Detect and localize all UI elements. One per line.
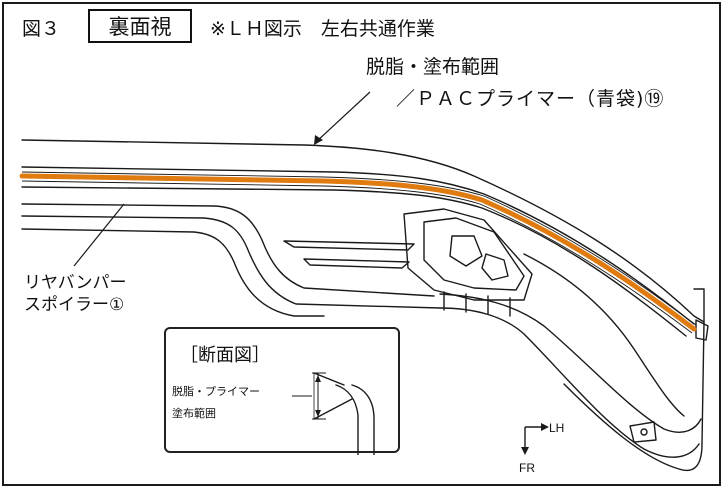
lower-sweep-3 bbox=[523, 253, 685, 417]
edge-dimension bbox=[693, 288, 705, 323]
end-tab bbox=[695, 319, 709, 341]
section-label-line1: 脱脂・プライマー bbox=[172, 385, 260, 398]
bracket-slot-2 bbox=[481, 253, 509, 281]
lower-tab-hole bbox=[640, 428, 648, 436]
lower-sweep bbox=[439, 307, 700, 458]
diagram-frame: 図３ 裏面視 ※ＬＨ図示 左右共通作業 脱脂・塗布範囲 ／ＰＡＣプライマー（青袋… bbox=[2, 2, 721, 486]
primer-band bbox=[19, 173, 697, 332]
view-title: 裏面視 bbox=[88, 9, 192, 43]
lower-sweep-2 bbox=[439, 293, 702, 433]
callout-label-line2: ／ＰＡＣプライマー（青袋)⑲ bbox=[396, 88, 665, 110]
figure-note: ※ＬＨ図示 左右共通作業 bbox=[210, 18, 435, 40]
part-leader bbox=[73, 203, 125, 267]
bracket-inner bbox=[423, 217, 525, 291]
bracket-outer bbox=[403, 208, 533, 301]
spoiler-edge-upper bbox=[21, 166, 695, 325]
figure-label: 図３ bbox=[22, 18, 61, 40]
spoiler-edge-lower bbox=[21, 186, 687, 337]
callout-label-line1: 脱脂・塗布範囲 bbox=[366, 56, 500, 78]
bracket-slot-1 bbox=[449, 235, 483, 267]
direction-fr-label: FR bbox=[519, 461, 535, 475]
direction-indicator bbox=[521, 423, 549, 455]
section-label-line2: 塗布範囲 bbox=[172, 407, 216, 420]
direction-lh-label: LH bbox=[549, 421, 565, 435]
outer-contour bbox=[21, 139, 705, 471]
part-drawing bbox=[19, 91, 709, 471]
callout-arrowhead bbox=[314, 135, 323, 145]
clip-row bbox=[443, 291, 511, 317]
rib-2 bbox=[303, 258, 410, 269]
inner-panel-2 bbox=[21, 215, 441, 309]
section-view-box: ［断面図］ 脱脂・プライマー 塗布範囲 bbox=[164, 327, 400, 455]
part-label-line2: スポイラー① bbox=[24, 295, 125, 315]
lower-tab bbox=[629, 421, 657, 443]
section-view-title: ［断面図］ bbox=[180, 345, 270, 366]
section-drawing bbox=[292, 372, 375, 455]
part-label-line1: リヤバンパー bbox=[24, 273, 127, 293]
inner-panel-3 bbox=[21, 228, 325, 317]
callout-leader bbox=[315, 91, 371, 143]
rib-1 bbox=[283, 240, 415, 251]
inner-panel-1 bbox=[21, 203, 435, 297]
